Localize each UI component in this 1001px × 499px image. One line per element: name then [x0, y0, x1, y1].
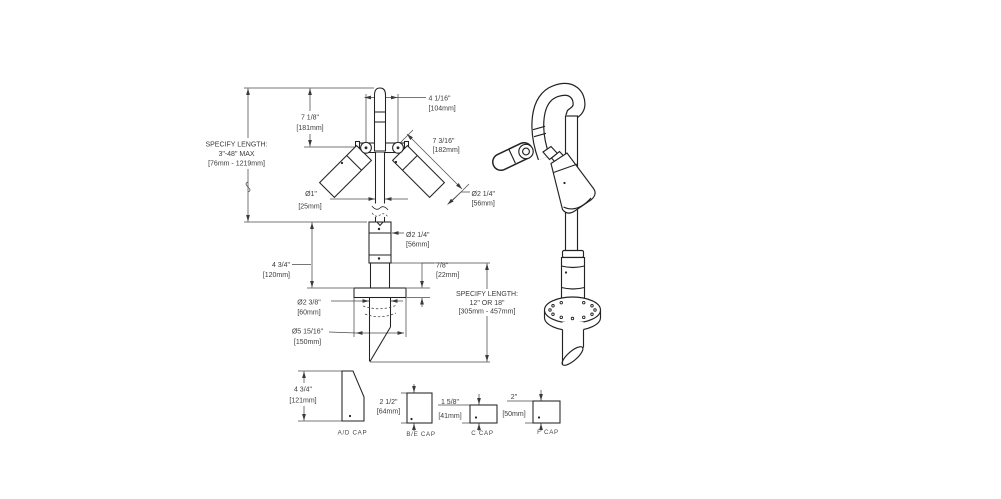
- dim-text: 7 3/16": [433, 138, 455, 145]
- dim-text: 2 1/2": [379, 399, 398, 406]
- dim-text: [25mm]: [298, 204, 321, 211]
- cap-label: A/D CAP: [338, 430, 368, 437]
- iso-shank: [561, 322, 585, 366]
- dim-text: 4 3/4": [294, 387, 313, 394]
- dim-specify-upper: SPECIFY LENGTH: 3"-48" MAX [76mm - 1219m…: [205, 142, 267, 168]
- spout-nut-center: [522, 147, 530, 156]
- dim-text: [50mm]: [502, 411, 525, 418]
- dim-text: Ø2 1/4": [472, 191, 496, 198]
- dim-text: [104mm]: [429, 106, 456, 113]
- cap-ad: [298, 370, 365, 422]
- dim-specify-lower: SPECIFY LENGTH: 12" OR 18" [305mm - 457m…: [456, 291, 518, 316]
- dim-dia-5-15-16: Ø5 15/16" [150mm]: [292, 329, 324, 347]
- iso-flange: [543, 296, 602, 332]
- dim-text: 4 1/16": [429, 96, 451, 103]
- dim-text: Ø2 1/4": [406, 232, 430, 239]
- dim-text: [76mm - 1219mm]: [208, 161, 265, 168]
- dim-text: Ø2 3/8": [297, 300, 321, 307]
- cap-c: [438, 394, 498, 431]
- top-riser-tube: [373, 87, 387, 152]
- dim-text: [305mm - 457mm]: [459, 309, 516, 316]
- right-spout: [391, 144, 446, 199]
- cap-ad-text: 4 3/4" [121mm] A/D CAP: [289, 387, 368, 437]
- dim-text: [182mm]: [433, 147, 460, 154]
- dim-4-3-4: 4 3/4" [120mm]: [263, 262, 291, 279]
- left-spout: [318, 144, 373, 199]
- dim-7-3-16: 7 3/16" [182mm]: [433, 138, 460, 154]
- dim-dia-2-3-8: Ø2 3/8" [60mm]: [297, 300, 321, 317]
- cap-be-text: 2 1/2" [64mm] B/E CAP: [377, 399, 435, 438]
- dim-text: [120mm]: [263, 272, 290, 279]
- dim-text: SPECIFY LENGTH:: [456, 291, 518, 298]
- gooseneck: [531, 82, 586, 161]
- cap-label: F CAP: [537, 429, 559, 436]
- cap-f-text: 2" [50mm] F CAP: [502, 394, 559, 436]
- dim-dia-1: Ø1" [25mm]: [298, 191, 321, 211]
- iso-valve-body: [560, 256, 586, 301]
- dim-dia-2-1-4-spout: Ø2 1/4" [56mm]: [472, 191, 496, 208]
- dim-text: [41mm]: [438, 413, 461, 420]
- front-elevation-view: [318, 87, 446, 362]
- cap-details: [298, 370, 561, 431]
- iso-neck-ring: [561, 249, 585, 259]
- dim-text: [60mm]: [297, 310, 320, 317]
- dim-text: 2": [511, 394, 518, 401]
- dimension-lines: [244, 87, 490, 363]
- dim-text: [181mm]: [296, 125, 323, 132]
- dim-text: SPECIFY LENGTH:: [205, 142, 267, 149]
- flange-bolt-holes: [548, 300, 597, 321]
- dim-text: [150mm]: [294, 339, 321, 346]
- dimension-text-layer: SPECIFY LENGTH: 3"-48" MAX [76mm - 1219m…: [203, 96, 559, 438]
- isometric-view: [492, 82, 602, 366]
- dim-text: 12" OR 18": [470, 300, 505, 307]
- cap-c-text: 1 5/8" [41mm] C CAP: [438, 399, 493, 437]
- dim-4-1-16: 4 1/16" [104mm]: [429, 96, 456, 113]
- dim-text: 1 5/8": [441, 399, 460, 406]
- dim-text: [22mm]: [436, 272, 459, 279]
- deck-flange: [353, 287, 407, 299]
- dim-text: Ø1": [305, 191, 317, 198]
- dim-text: 3"-48" MAX: [218, 151, 254, 158]
- dim-text: [121mm]: [289, 398, 316, 405]
- shank: [362, 297, 398, 362]
- dim-dia-2-1-4-body: Ø2 1/4" [56mm]: [406, 232, 430, 249]
- dim-text: 4 3/4": [272, 262, 291, 269]
- standpipe: [371, 152, 389, 222]
- cap-label: B/E CAP: [406, 431, 435, 438]
- valve-body: [368, 221, 392, 264]
- dim-text: 7/8": [436, 263, 449, 270]
- dim-7-8: 7/8" [22mm]: [436, 263, 459, 280]
- cap-f: [507, 390, 561, 431]
- dim-7-1-8: 7 1/8" [181mm]: [296, 115, 323, 133]
- dim-text: [64mm]: [377, 409, 400, 416]
- dim-text: 7 1/8": [301, 115, 320, 122]
- dim-text: [56mm]: [472, 201, 495, 208]
- cap-be: [401, 384, 433, 431]
- cap-label: C CAP: [471, 430, 493, 437]
- lower-tube: [369, 262, 391, 289]
- iso-right-spout: [550, 152, 596, 214]
- dim-text: [56mm]: [406, 242, 429, 249]
- dim-text: Ø5 15/16": [292, 329, 324, 336]
